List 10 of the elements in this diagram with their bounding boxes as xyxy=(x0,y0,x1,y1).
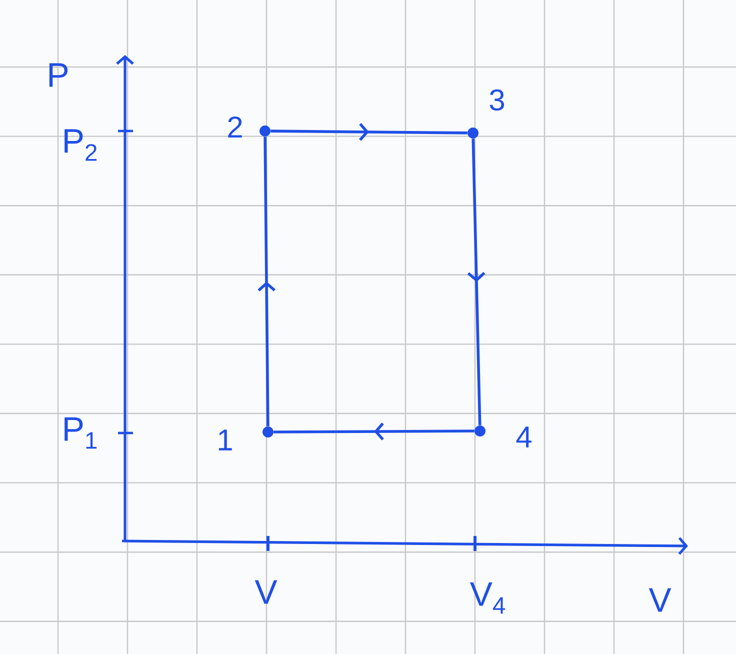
axis-label: P$_{2}$ xyxy=(64,129,97,161)
axis-label: V$_{4}$ xyxy=(470,582,506,614)
axis-label: V xyxy=(254,580,278,604)
axis-label: V xyxy=(648,588,672,612)
node-label: 1 xyxy=(218,430,232,450)
axis-label: P$_{1}$ xyxy=(64,417,97,449)
node-label: 2 xyxy=(228,116,242,138)
node-label: 3 xyxy=(490,89,504,111)
node-label: 4 xyxy=(516,426,532,448)
axis-label: P xyxy=(49,63,68,87)
